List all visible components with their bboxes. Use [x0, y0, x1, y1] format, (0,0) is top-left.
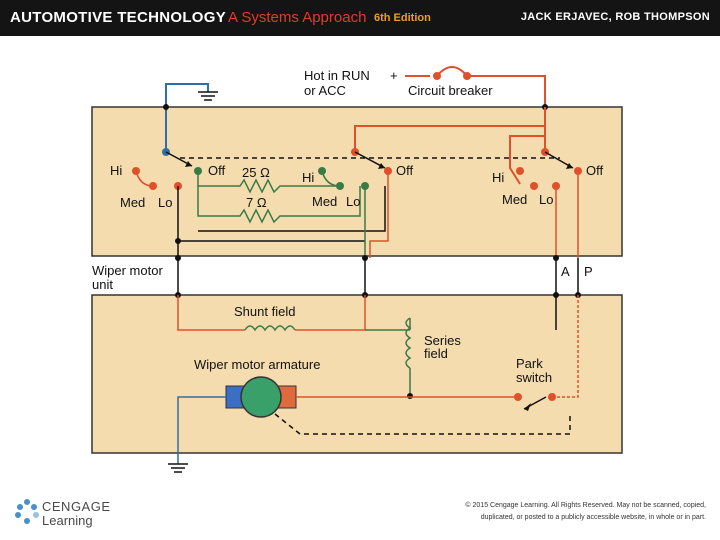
- resistor-25: [197, 171, 340, 194]
- series-field-label-2: field: [424, 346, 448, 361]
- sw3-off-label: Off: [586, 163, 603, 178]
- terminal-a-label: A: [561, 264, 570, 279]
- sw3-med-label: Med: [502, 192, 527, 207]
- ground-symbol-bottom: [168, 453, 188, 473]
- wiper-unit-label-2: unit: [92, 277, 113, 292]
- switch-1: [132, 148, 202, 190]
- hot-in-run-label: Hot in RUN: [304, 68, 370, 83]
- motor-panel: [91, 294, 623, 454]
- sw2-off-label: Off: [396, 163, 413, 178]
- sw1-med-label: Med: [120, 195, 145, 210]
- resistor-25-label: 25 Ω: [242, 165, 270, 180]
- logo-text-cengage: CENGAGE: [42, 499, 111, 514]
- sw2-lo-label: Lo: [346, 194, 360, 209]
- copyright-line-1: © 2015 Cengage Learning. All Rights Rese…: [465, 502, 706, 509]
- book-authors: JACK ERJAVEC, ROB THOMPSON: [520, 11, 710, 23]
- sw2-hi-label: Hi: [302, 170, 314, 185]
- shunt-field-coil: [244, 325, 296, 332]
- sw1-hi-label: Hi: [110, 163, 122, 178]
- switch-3: [516, 148, 582, 190]
- series-field-label-1: Series: [424, 333, 461, 348]
- resistor-7: [197, 186, 361, 224]
- armature-label: Wiper motor armature: [194, 357, 320, 372]
- sw1-off-label: Off: [208, 163, 225, 178]
- circuit-breaker-label: Circuit breaker: [408, 83, 493, 98]
- switch-2: [318, 148, 392, 190]
- sw1-lo-label: Lo: [158, 195, 172, 210]
- copyright-notice: © 2015 Cengage Learning. All Rights Rese…: [406, 500, 706, 524]
- sw2-med-label: Med: [312, 194, 337, 209]
- header-bar: AUTOMOTIVE TECHNOLOGY A Systems Approach…: [0, 0, 720, 36]
- ground-symbol-top: [165, 83, 218, 107]
- shunt-field-label: Shunt field: [234, 304, 295, 319]
- resistor-7-label: 7 Ω: [246, 195, 267, 210]
- logo-text-learning: Learning: [42, 513, 93, 528]
- park-switch: [514, 295, 579, 411]
- cengage-logo: CENGAGE Learning: [14, 498, 124, 530]
- cengage-mark-icon: [15, 499, 39, 524]
- series-field-coil: [405, 317, 412, 369]
- sw3-lo-label: Lo: [539, 192, 553, 207]
- motor-armature: [225, 376, 297, 418]
- plus-label: +: [390, 68, 398, 83]
- park-switch-label-1: Park: [516, 356, 543, 371]
- park-switch-label-2: switch: [516, 370, 552, 385]
- terminal-p-label: P: [584, 264, 593, 279]
- wiper-circuit-diagram: Hi Med Lo Off 25 Ω 7 Ω Hi Med Lo Off: [91, 66, 623, 473]
- book-edition: 6th Edition: [374, 12, 431, 24]
- or-acc-label: or ACC: [304, 83, 346, 98]
- sw3-hi-label: Hi: [492, 170, 504, 185]
- book-subtitle: A Systems Approach: [228, 9, 367, 26]
- wiper-unit-label-1: Wiper motor: [92, 263, 163, 278]
- copyright-line-2: duplicated, or posted to a publicly acce…: [480, 514, 706, 521]
- book-title: AUTOMOTIVE TECHNOLOGY: [10, 9, 227, 26]
- switch-panel: [91, 106, 623, 257]
